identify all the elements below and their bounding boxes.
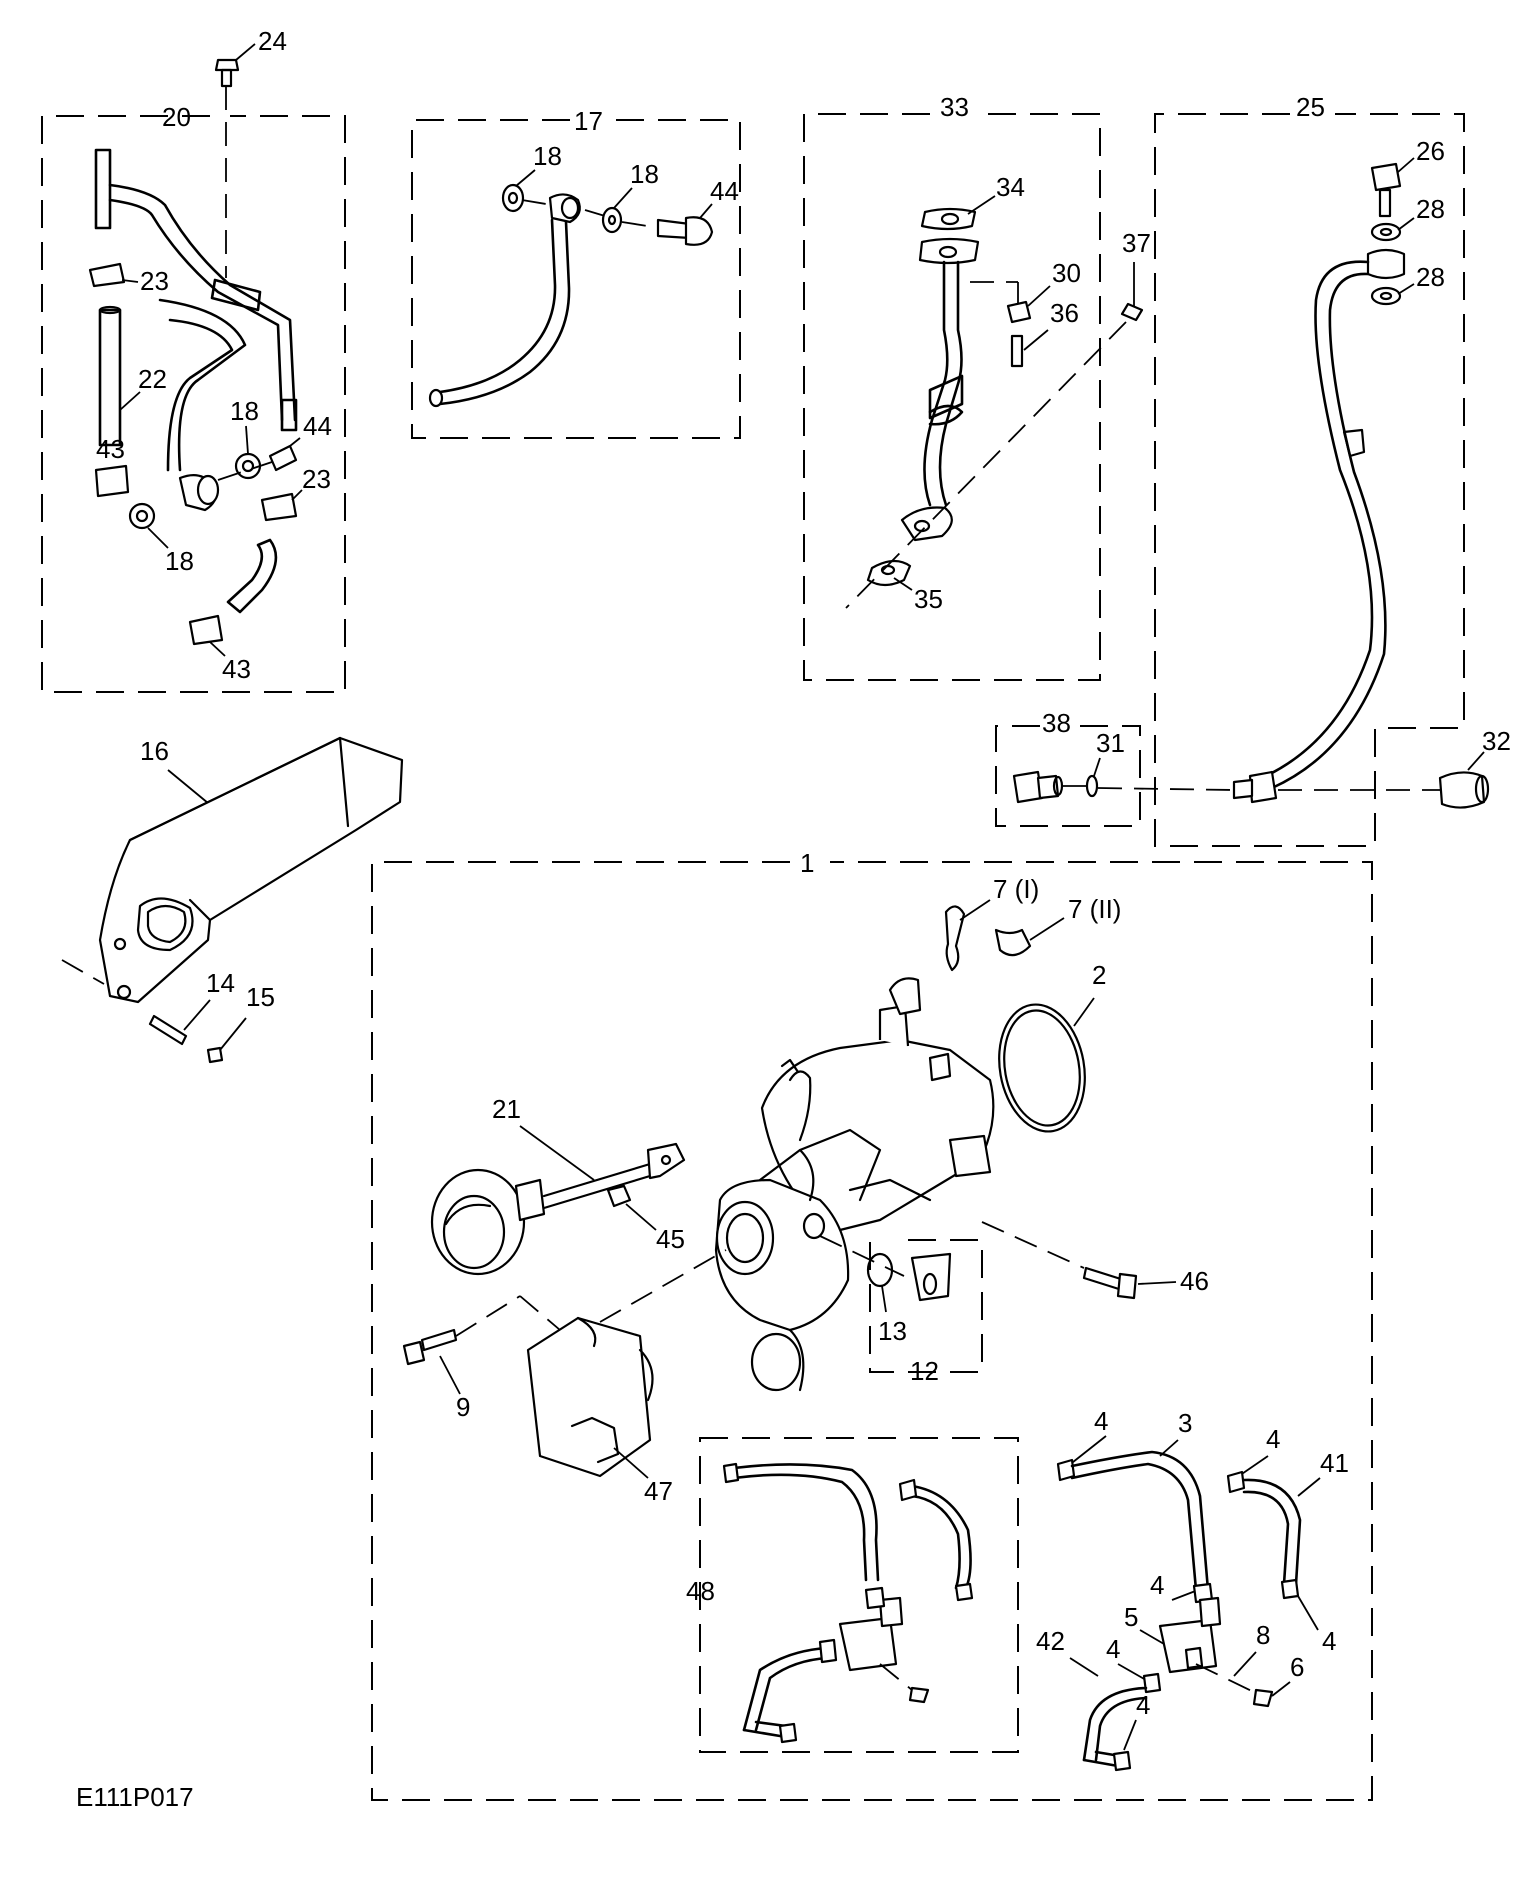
group-38-union: 38 31: [995, 708, 1235, 827]
callout-24: 24: [258, 26, 287, 56]
callout-18a: 18: [230, 396, 259, 426]
callout-26: 26: [1416, 136, 1445, 166]
callout-44a: 44: [303, 411, 332, 441]
callout-42: 42: [1036, 1626, 1065, 1656]
callout-1: 1: [800, 848, 814, 878]
callout-5: 5: [1124, 1602, 1138, 1632]
callout-3: 3: [1178, 1408, 1192, 1438]
callout-4e: 4: [1106, 1634, 1120, 1664]
callout-32: 32: [1482, 726, 1511, 756]
callout-18b: 18: [165, 546, 194, 576]
callout-9: 9: [456, 1392, 470, 1422]
callout-30: 30: [1052, 258, 1081, 288]
callout-43a: 43: [96, 434, 125, 464]
callout-38: 38: [1042, 708, 1071, 738]
callout-17: 17: [574, 106, 603, 136]
callout-25: 25: [1296, 92, 1325, 122]
callout-12: 12: [910, 1356, 939, 1386]
callout-45: 45: [656, 1224, 685, 1254]
callout-35: 35: [914, 584, 943, 614]
callout-36: 36: [1050, 298, 1079, 328]
callout-14: 14: [206, 968, 235, 998]
callout-15: 15: [246, 982, 275, 1012]
callout-43b: 43: [222, 654, 251, 684]
callout-4b: 4: [1266, 1424, 1280, 1454]
callout-7i: 7 (I): [993, 874, 1039, 904]
callout-4c: 4: [1322, 1626, 1336, 1656]
callout-4a: 4: [1094, 1406, 1108, 1436]
callout-21: 21: [492, 1094, 521, 1124]
callout-6: 6: [1290, 1652, 1304, 1682]
callout-2: 2: [1092, 960, 1106, 990]
callout-48: 48: [686, 1576, 715, 1606]
group-20-coolant-pipe: 20 24 23: [41, 26, 346, 693]
callout-28b: 28: [1416, 262, 1445, 292]
callout-33: 33: [940, 92, 969, 122]
callout-44b: 44: [710, 176, 739, 206]
heat-shield-group: 16 14 15: [61, 736, 404, 1064]
callout-4d: 4: [1150, 1570, 1164, 1600]
callout-22: 22: [138, 364, 167, 394]
callout-47: 47: [644, 1476, 673, 1506]
group-25-oil-feed-pipe: 25 26 28 28 32: [1154, 92, 1511, 847]
callout-20: 20: [162, 102, 191, 132]
callout-23a: 23: [140, 266, 169, 296]
callout-28a: 28: [1416, 194, 1445, 224]
group-33-oil-return-pipe: 33 34 30 36 35 37: [803, 92, 1151, 681]
callout-23b: 23: [302, 464, 331, 494]
group-17-oil-feed-pipe: 17 18 18 44: [411, 106, 741, 439]
callout-31: 31: [1096, 728, 1125, 758]
callout-18c: 18: [533, 141, 562, 171]
callout-46: 46: [1180, 1266, 1209, 1296]
callout-8: 8: [1256, 1620, 1270, 1650]
callout-4f: 4: [1136, 1690, 1150, 1720]
callout-34: 34: [996, 172, 1025, 202]
callout-18d: 18: [630, 159, 659, 189]
callout-37: 37: [1122, 228, 1151, 258]
diagram-code: E111P017: [76, 1782, 194, 1812]
callout-16: 16: [140, 736, 169, 766]
callout-41: 41: [1320, 1448, 1349, 1478]
group-1-turbocharger: 1 7 (I) 7 (II) 2: [371, 848, 1373, 1801]
callout-7ii: 7 (II): [1068, 894, 1121, 924]
callout-13: 13: [878, 1316, 907, 1346]
